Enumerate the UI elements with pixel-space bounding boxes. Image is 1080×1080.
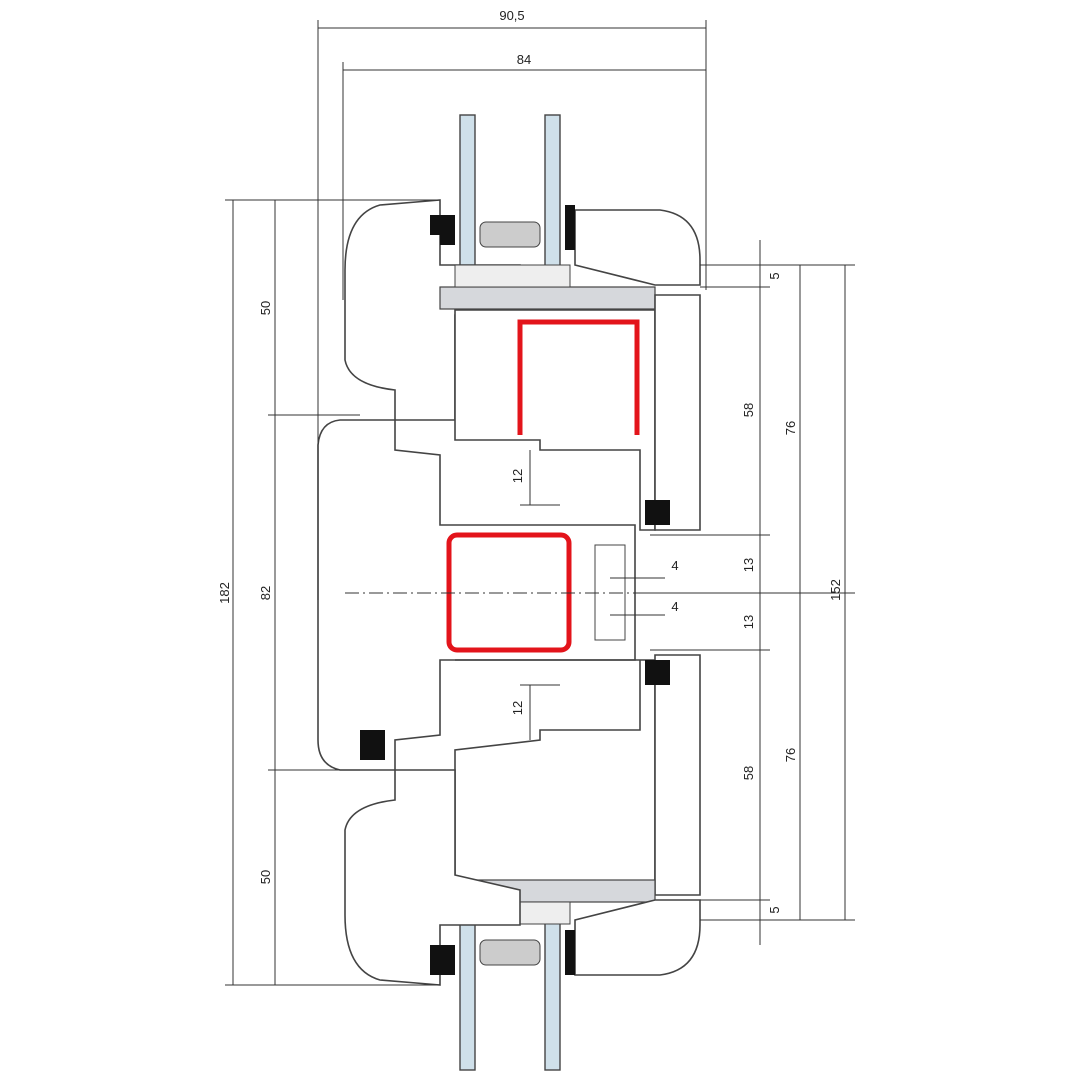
dim-bottom-sash-total: 76: [783, 748, 798, 762]
dim-top-rebate-half: 13: [741, 558, 756, 572]
dim-top-overlap: 5: [767, 272, 782, 279]
dim-top-sash: 58: [741, 403, 756, 417]
dim-top-frame: 50: [258, 301, 273, 315]
mullion-profile: [317, 419, 636, 771]
dim-gap-lower: 4: [671, 599, 678, 614]
dim-gap-upper: 4: [671, 558, 678, 573]
dim-total-height: 182: [217, 582, 232, 604]
dim-frame-depth: 84: [517, 52, 531, 67]
dim-total-sash: 152: [828, 579, 843, 601]
glass-top: [459, 114, 561, 311]
dim-bottom-sash: 58: [741, 766, 756, 780]
top-frame-profile: [344, 199, 701, 531]
dimension-lines: [225, 20, 855, 986]
dim-top-glazing-rebate: 12: [510, 469, 525, 483]
bottom-frame-profile: [344, 654, 701, 986]
dim-bottom-glazing-rebate: 12: [510, 701, 525, 715]
dim-top-sash-total: 76: [783, 421, 798, 435]
dim-bottom-rebate-half: 13: [741, 615, 756, 629]
glass-bottom: [459, 879, 561, 1071]
dim-bottom-frame: 50: [258, 870, 273, 884]
dim-bottom-overlap: 5: [767, 906, 782, 913]
dim-overall-depth: 90,5: [499, 8, 524, 23]
dim-middle-mullion: 82: [258, 586, 273, 600]
